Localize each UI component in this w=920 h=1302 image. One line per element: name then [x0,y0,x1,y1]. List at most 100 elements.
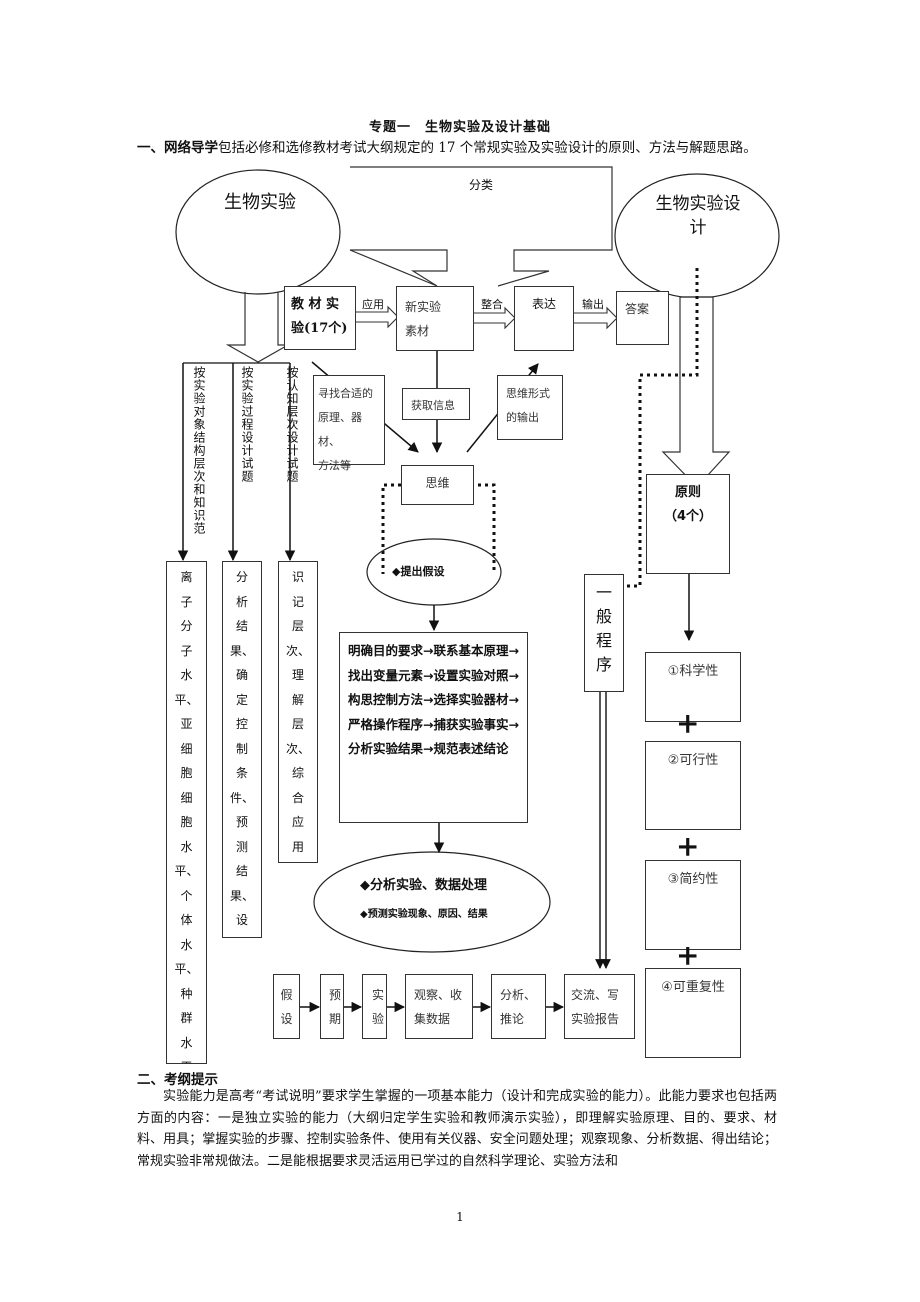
col1-char: 分 [180,619,193,633]
col1-char: 子 [180,643,193,658]
new-material-box: 新实验 素材 [396,286,474,351]
col1-char: 细 [180,790,193,805]
find-principles-box: 寻找合适的 原理、器材、 方法等 [313,375,385,472]
analysis-line1: ◆分析实验、数据处理 [360,878,487,893]
ellipse-right-line1: 生物实验设 [655,194,741,214]
col1-char: 水 [180,1035,193,1050]
textbook-experiments-box: 教 材 实 验(17个) [284,286,356,350]
branch-label-1: 按实验对象结构层次和知识范 [192,366,206,535]
col3-char: 理 [291,668,304,682]
big-down-arrow-right [661,296,731,488]
gp-char: 程 [595,631,612,650]
flow-step-expect: 预期 [320,974,344,1039]
new-material-line1: 新实验 [405,300,442,314]
column-cognitive-levels: 识记层次、理解层次、综合应用 [278,561,318,863]
flow-line2: 期 [328,1012,341,1026]
col1-char: 平、 [174,864,199,878]
ellipse-left-label: 生物实验 [224,192,296,213]
flow-step-observe: 观察、收集数据 [405,974,473,1039]
col1-char: 群 [180,1011,193,1025]
output-line2: 的输出 [506,411,539,424]
principle-simplicity: ③简约性 [645,860,741,950]
flow-line2: 推论 [500,1012,525,1026]
principle-feasibility: ②可行性 [645,741,741,830]
col1-char: 细 [180,741,193,756]
flow-line2: 设 [280,1012,293,1026]
analysis-ellipse [313,851,551,953]
col2-char: 定 [235,692,248,707]
thinking-box: 思维 [401,465,474,505]
col3-char: 解 [291,692,304,707]
col3-char: 次、 [285,643,310,658]
flow-line2: 实验报告 [571,1012,620,1026]
flow-line2: 集数据 [414,1012,451,1026]
find-line2: 原理、器材、 [318,411,362,448]
col2-char: 确 [235,668,248,682]
col3-char: 用 [291,839,304,854]
big-down-arrow-left [225,292,291,363]
callout-label: 分类 [468,178,493,192]
page-title: 专题一 生物实验及设计基础 [368,120,551,135]
flow-line1: 预 [328,988,341,1002]
col2-char: 结 [235,864,248,878]
col1-char: 平 [167,1055,206,1063]
hypothesis-label: ◆提出假设 [392,565,445,578]
page-number: 1 [456,1210,464,1224]
general-procedure-box: 一 般 程 序 [584,574,624,692]
branch-label-3: 按认知层次设计试题 [285,366,299,483]
intro-label: 一、网络导学 [137,140,218,156]
col2-char: 果、 [229,643,254,658]
col2-char: 计 [223,933,261,938]
flow-step-analyze: 分析、推论 [491,974,546,1039]
plus-icon: + [676,707,700,740]
principles-line1: 原则 [674,485,701,500]
col2-char: 测 [235,839,248,854]
col1-char: 亚 [180,717,193,731]
col2-char: 件、 [229,790,254,805]
col1-char: 平、 [174,962,199,976]
flow-line2: 验 [371,1012,384,1026]
principle-repeatability: ④可重复性 [645,968,741,1058]
col3-char: 层 [291,619,304,633]
dotted-design-path [613,268,699,588]
col1-char: 离 [180,570,193,584]
col1-char: 体 [180,913,193,927]
label-apply: 应用 [362,298,384,311]
col3-char: 记 [291,594,304,609]
col2-char: 预 [235,815,248,829]
ellipse-biology-experiment [175,169,341,295]
gp-char: 一 [595,583,612,602]
section-2-paragraph: 实验能力是高考“考试说明”要求学生掌握的一项基本能力（设计和完成实验的能力）。此… [137,1086,777,1172]
dotted-loop [381,483,496,574]
gp-char: 序 [595,655,612,674]
flow-line1: 观察、收 [414,988,463,1002]
col2-char: 析 [235,594,248,609]
paragraph-text: 实验能力是高考“考试说明”要求学生掌握的一项基本能力（设计和完成实验的能力）。此… [137,1089,777,1169]
thinking-output-box: 思维形式 的输出 [497,375,563,440]
principle-scientific: ①科学性 [645,652,741,722]
col2-char: 果、 [229,888,254,903]
output-line1: 思维形式 [506,387,550,400]
intro-line: 一、网络导学包括必修和选修教材考试大纲规定的 17 个常规实验及实验设计的原则、… [137,136,757,156]
branch-label-2: 按实验过程设计试题 [240,366,254,483]
textbook-line2: 验(17个) [291,321,348,336]
flow-line1: 实 [371,988,384,1002]
col2-char: 结 [235,619,248,633]
new-material-line2: 素材 [405,324,430,338]
col2-char: 制 [235,741,248,756]
col2-char: 分 [235,570,248,584]
col3-char: 合 [291,790,304,805]
col1-char: 个 [180,888,193,903]
ellipse-right-label: 生物实验设 计 [625,192,771,240]
plus-icon: + [676,830,700,863]
col1-char: 种 [180,986,193,1001]
find-line3: 方法等 [318,459,351,472]
callout-shape [349,166,613,287]
col1-char: 胞 [180,815,193,829]
col3-char: 次、 [285,741,310,756]
flow-line1: 分析、 [500,988,537,1002]
gp-char: 般 [595,607,612,626]
label-output: 输出 [582,298,604,311]
